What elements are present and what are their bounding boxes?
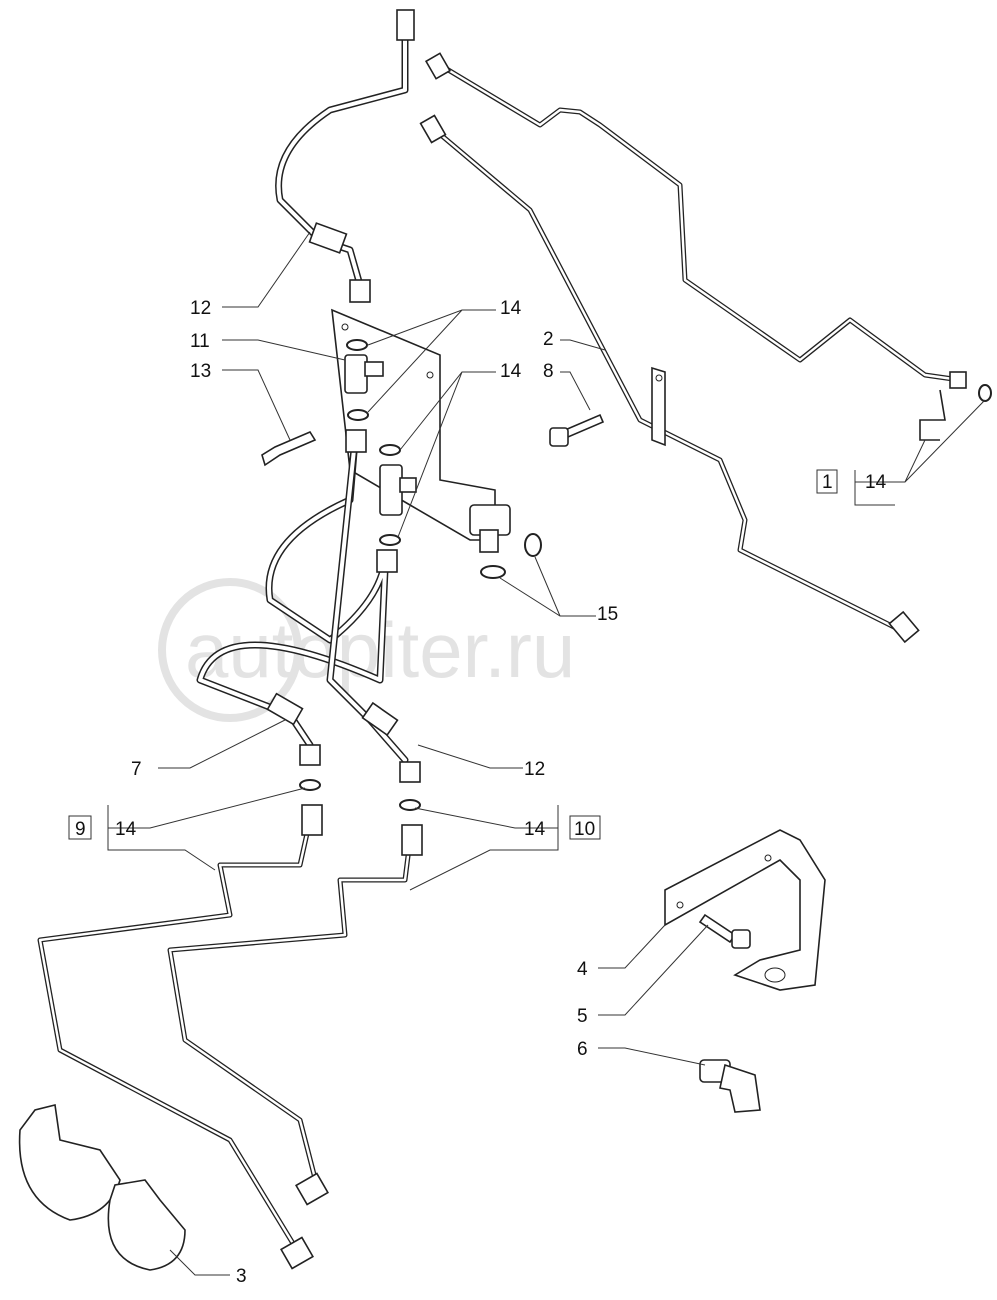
fittings — [261, 339, 542, 579]
callout-9: 9 — [75, 819, 86, 840]
callout-14-middle: 14 — [500, 361, 522, 382]
leader-lines — [107, 231, 986, 1276]
mounting-bracket — [331, 308, 496, 541]
callout-6: 6 — [577, 1039, 588, 1060]
callout-10: 10 — [574, 819, 595, 840]
callout-box-1 — [816, 469, 838, 494]
callout-13: 13 — [190, 361, 211, 382]
elbow-part-6 — [699, 1059, 761, 1113]
callout-15: 15 — [597, 604, 618, 625]
callout-labels: 12 11 13 14 14 2 8 1 14 15 7 12 9 14 14 … — [75, 298, 887, 1287]
callout-14-right: 14 — [865, 472, 887, 493]
callout-12-lower: 12 — [524, 759, 545, 780]
tube-part-1 — [424, 52, 992, 441]
callout-box-10 — [569, 815, 601, 840]
callout-11: 11 — [190, 331, 210, 352]
clamps-part-3 — [18, 1104, 186, 1271]
callout-8: 8 — [543, 361, 554, 382]
callout-5: 5 — [577, 1006, 588, 1027]
callout-2: 2 — [543, 329, 554, 350]
callout-14-left: 14 — [115, 819, 137, 840]
callout-12-upper: 12 — [190, 298, 211, 319]
callout-box-9 — [68, 815, 92, 840]
bracket-part-4 — [664, 829, 826, 991]
tubes-part-9-10 — [37, 804, 423, 1270]
callout-1: 1 — [822, 472, 833, 493]
callout-7: 7 — [131, 759, 142, 780]
hoses-part-7-12 — [196, 429, 421, 811]
tube-part-2 — [419, 114, 920, 644]
callout-4: 4 — [577, 959, 588, 980]
bolt-part-5 — [698, 913, 751, 949]
bolt-part-8 — [549, 413, 605, 447]
callout-3: 3 — [236, 1266, 247, 1287]
callout-14-upper: 14 — [500, 298, 522, 319]
hose-part-12-upper — [275, 9, 415, 303]
callout-14-lower-right: 14 — [524, 819, 546, 840]
